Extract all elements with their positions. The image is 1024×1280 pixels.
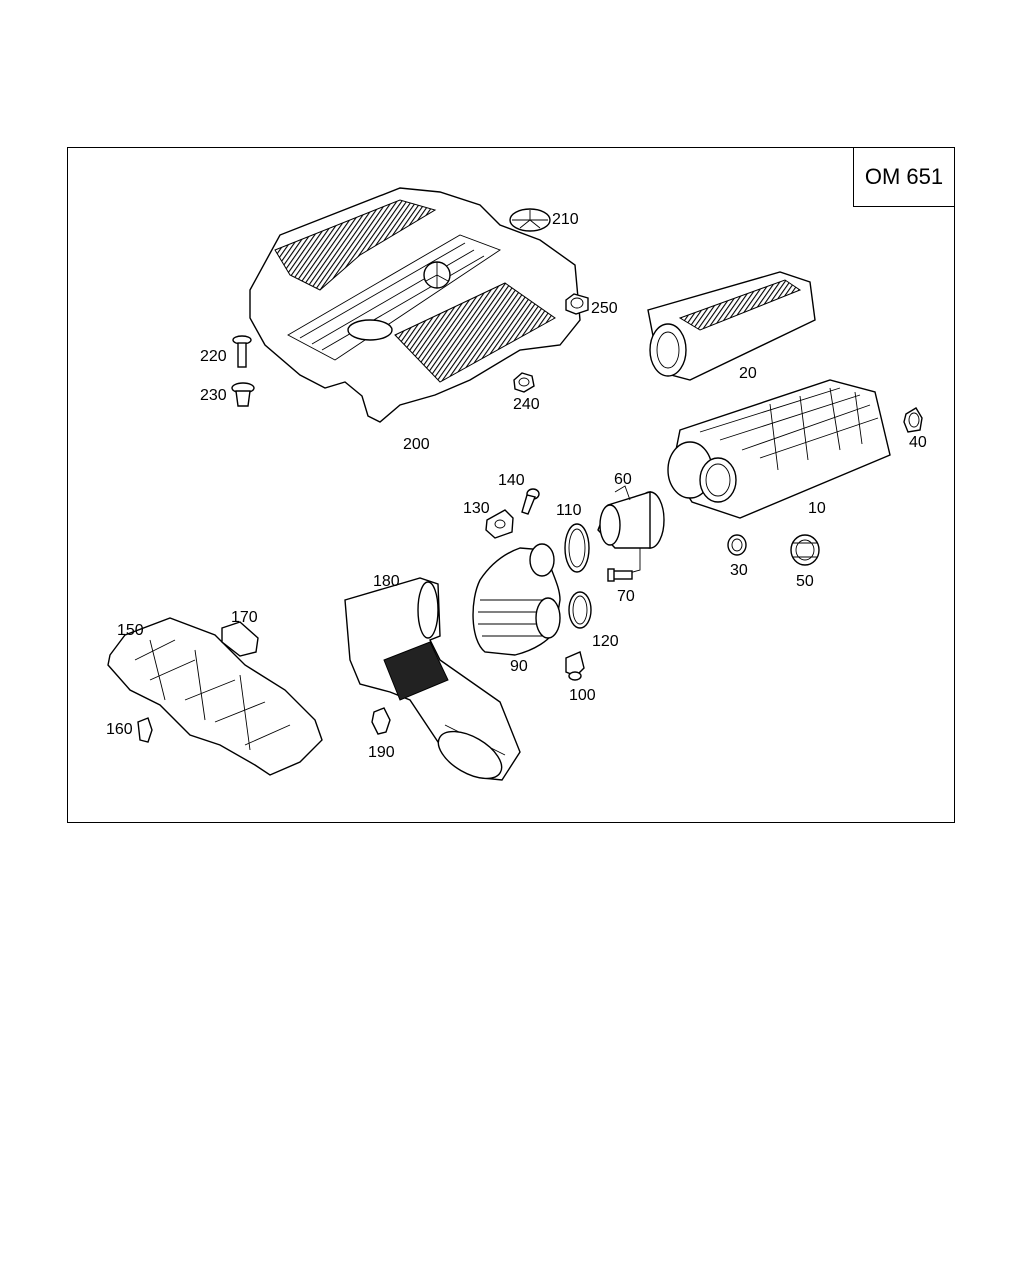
callout-120: 120 xyxy=(592,633,619,650)
gasket-130-part xyxy=(485,509,514,539)
star-emblem-part xyxy=(509,208,551,232)
seal-30-part xyxy=(727,534,747,556)
callout-40: 40 xyxy=(909,434,927,451)
callout-220: 220 xyxy=(200,348,227,365)
intake-hose-90-part xyxy=(472,543,561,656)
nut-240-part xyxy=(513,372,535,393)
sensor-100-part xyxy=(565,651,585,681)
seal-50-part xyxy=(790,534,820,566)
engine-variant-label: OM 651 xyxy=(853,147,955,207)
clip-190-part xyxy=(371,707,391,735)
callout-170: 170 xyxy=(231,609,258,626)
clip-160-part xyxy=(137,717,153,743)
callout-190: 190 xyxy=(368,744,395,761)
clamp-120-part xyxy=(568,591,592,629)
grommet-250-part xyxy=(565,293,589,315)
callout-30: 30 xyxy=(730,562,748,579)
callout-200: 200 xyxy=(403,436,430,453)
callout-140: 140 xyxy=(498,472,525,489)
callout-180: 180 xyxy=(373,573,400,590)
screw-140-part xyxy=(521,488,540,515)
callout-110: 110 xyxy=(556,502,582,519)
callout-230: 230 xyxy=(200,387,227,404)
filter-element-part xyxy=(647,271,816,381)
clip-230-part xyxy=(231,382,255,407)
grommet-40-part xyxy=(903,407,923,433)
callout-70: 70 xyxy=(617,588,635,605)
callout-100: 100 xyxy=(569,687,596,704)
callout-210: 210 xyxy=(552,211,579,228)
callout-160: 160 xyxy=(106,721,133,738)
cap-170-part xyxy=(221,621,259,657)
engine-cover-part xyxy=(249,187,581,423)
bolt-220-part xyxy=(232,335,252,368)
diagram-frame xyxy=(67,147,955,823)
callout-150: 150 xyxy=(117,622,144,639)
callout-240: 240 xyxy=(513,396,540,413)
callout-layer: 10 20 30 40 50 60 70 90 100 110 120 130 140 150 160 170… xyxy=(106,211,927,761)
air-filter-housing-part xyxy=(667,379,891,519)
callout-10: 10 xyxy=(808,500,826,517)
callout-90: 90 xyxy=(510,658,528,675)
air-flow-sensor-part xyxy=(597,485,665,576)
clamp-110-part xyxy=(564,523,590,573)
callout-250: 250 xyxy=(591,300,618,317)
callout-60: 60 xyxy=(614,471,632,488)
screw-70-part xyxy=(607,568,633,582)
callout-20: 20 xyxy=(739,365,757,382)
air-guide-150-part xyxy=(107,617,323,776)
callout-50: 50 xyxy=(796,573,814,590)
air-duct-180-part xyxy=(344,577,521,781)
callout-130: 130 xyxy=(463,500,490,517)
